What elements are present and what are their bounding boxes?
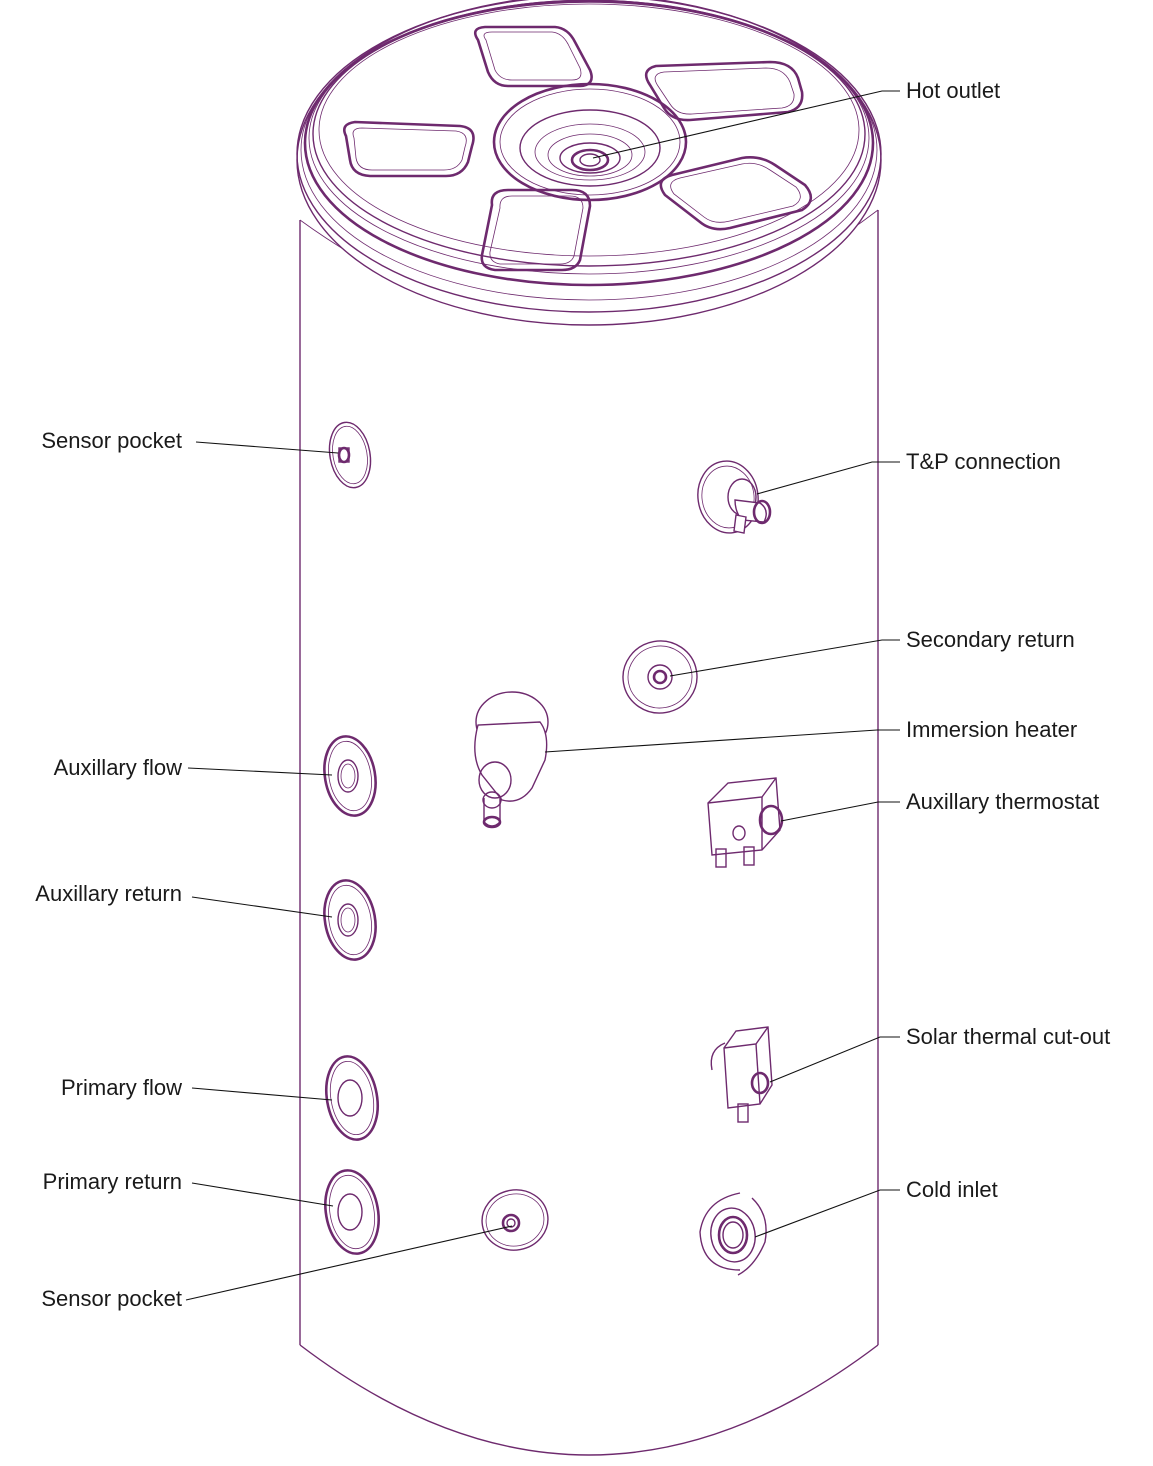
solar-thermal-cutout-fitting <box>710 1026 773 1123</box>
leader-auxillary-flow <box>187 767 333 776</box>
leader-primary-return <box>191 1182 334 1207</box>
leader-secondary-return <box>669 639 900 677</box>
primary-flow-fitting <box>325 1055 379 1141</box>
callout-labels: Hot outlet Sensor pocket T&P connection … <box>35 78 1110 1311</box>
leader-lines <box>185 90 900 1301</box>
cylinder-body <box>299 209 879 1456</box>
label-auxillary-return: Auxillary return <box>35 881 182 906</box>
auxillary-thermostat-fitting <box>707 777 784 868</box>
label-secondary-return: Secondary return <box>906 627 1075 652</box>
leader-solar-thermal-cutout <box>769 1036 900 1083</box>
leader-auxillary-thermostat <box>780 801 900 822</box>
tp-connection-fitting <box>697 460 772 534</box>
leader-auxillary-return <box>191 896 333 918</box>
label-sensor-pocket-top: Sensor pocket <box>41 428 182 453</box>
primary-return-fitting <box>324 1169 380 1255</box>
auxillary-return-fitting <box>323 879 377 961</box>
leader-hot-outlet <box>592 90 900 159</box>
label-hot-outlet: Hot outlet <box>906 78 1000 103</box>
label-solar-thermal-cutout: Solar thermal cut-out <box>906 1024 1110 1049</box>
immersion-heater-fitting <box>474 691 549 829</box>
leader-immersion-heater <box>544 729 900 753</box>
label-immersion-heater: Immersion heater <box>906 717 1077 742</box>
cold-inlet-fitting <box>699 1192 767 1276</box>
label-sensor-pocket-bottom: Sensor pocket <box>41 1286 182 1311</box>
label-cold-inlet: Cold inlet <box>906 1177 998 1202</box>
label-tp-connection: T&P connection <box>906 449 1061 474</box>
lid-pads <box>343 25 813 272</box>
leader-primary-flow <box>191 1087 333 1101</box>
label-primary-return: Primary return <box>43 1169 182 1194</box>
auxillary-flow-fitting <box>323 735 377 817</box>
central-boss <box>492 82 688 202</box>
leader-tp-connection <box>756 461 900 495</box>
leader-sensor-pocket-top <box>195 441 339 454</box>
secondary-return-fitting <box>622 640 698 714</box>
sensor-pocket-bottom-fitting <box>481 1189 549 1251</box>
label-auxillary-flow: Auxillary flow <box>54 755 182 780</box>
top-lid <box>296 0 882 326</box>
sensor-pocket-top-fitting <box>328 421 372 489</box>
leader-cold-inlet-right <box>754 1189 900 1238</box>
label-primary-flow: Primary flow <box>61 1075 182 1100</box>
label-auxillary-thermostat: Auxillary thermostat <box>906 789 1099 814</box>
leader-cold-inlet <box>185 1225 513 1301</box>
